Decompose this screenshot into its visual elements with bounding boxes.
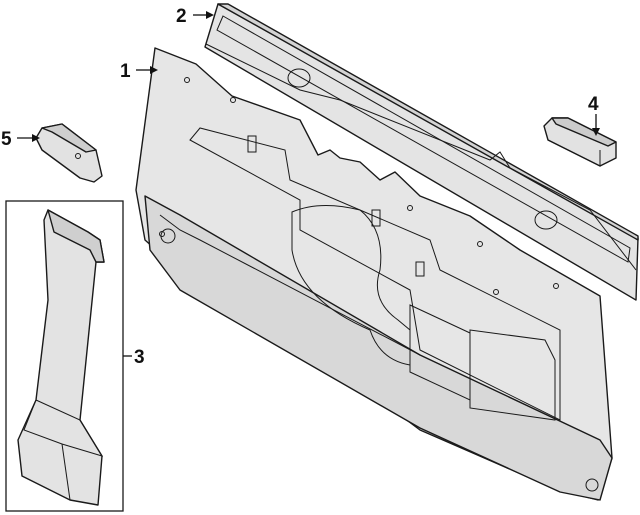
part-5-clip[interactable]	[35, 123, 103, 183]
leader-4	[592, 114, 600, 136]
callout-3: 3	[134, 347, 145, 368]
leader-2	[193, 11, 214, 19]
callout-2: 2	[176, 6, 187, 27]
part-3-pillar-trim[interactable]	[17, 209, 105, 506]
leader-5	[17, 134, 40, 142]
part-1-back-panel[interactable]	[135, 47, 613, 501]
panel-hole-right	[585, 478, 599, 492]
rail-hole-left	[287, 68, 311, 88]
part-4-bracket[interactable]	[543, 117, 617, 167]
callout-5: 5	[1, 129, 12, 150]
callout-1: 1	[120, 61, 131, 82]
rail-hole-right	[534, 210, 558, 230]
leader-1	[136, 66, 158, 74]
callout-4: 4	[588, 94, 599, 115]
part-2-header-rail[interactable]	[204, 3, 639, 301]
